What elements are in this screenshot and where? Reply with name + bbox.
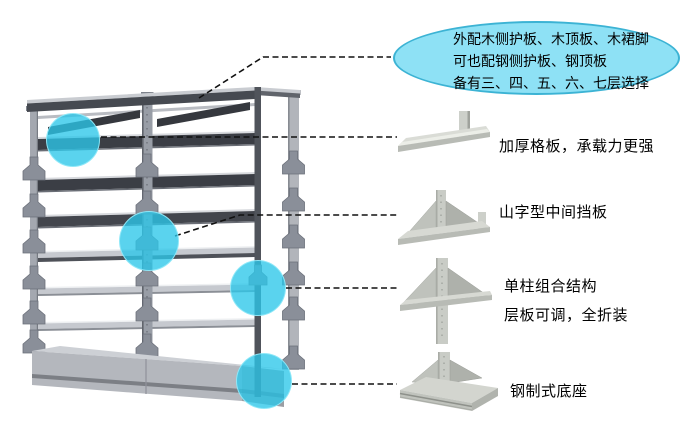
highlight-circle-steel-base bbox=[236, 353, 292, 409]
label-shelf-board: 加厚格板，承载力更强 bbox=[499, 137, 655, 155]
thumbnail-middle-divider bbox=[398, 190, 490, 245]
highlight-circle-shelf-board bbox=[46, 113, 100, 167]
feature-bubble-text: 外配木侧护板、木顶板、木裙脚 可也配钢侧护板、钢顶板 备有三、四、五、六、七层选… bbox=[453, 29, 683, 95]
highlight-circle-single-column bbox=[230, 260, 286, 316]
bubble-line-2: 可也配钢侧护板、钢顶板 bbox=[453, 54, 607, 70]
thumbnail-shelf-board bbox=[398, 111, 490, 152]
label-single-column-1: 单柱组合结构 bbox=[504, 277, 598, 295]
thumbnail-steel-base bbox=[399, 352, 498, 411]
highlight-circle-middle-divider bbox=[119, 211, 179, 271]
label-single-column-2: 层板可调，全折装 bbox=[504, 306, 629, 324]
feature-bubble bbox=[393, 21, 680, 95]
bubble-line-3: 备有三、四、五、六、七层选择 bbox=[453, 76, 649, 92]
label-steel-base: 钢制式底座 bbox=[510, 382, 588, 400]
callout-line-middle-divider bbox=[174, 214, 397, 237]
callout-line-bubble bbox=[198, 56, 391, 99]
bubble-line-1: 外配木侧护板、木顶板、木裙脚 bbox=[453, 32, 649, 48]
thumbnail-single-column bbox=[400, 258, 492, 344]
label-middle-divider: 山字型中间挡板 bbox=[499, 203, 608, 221]
